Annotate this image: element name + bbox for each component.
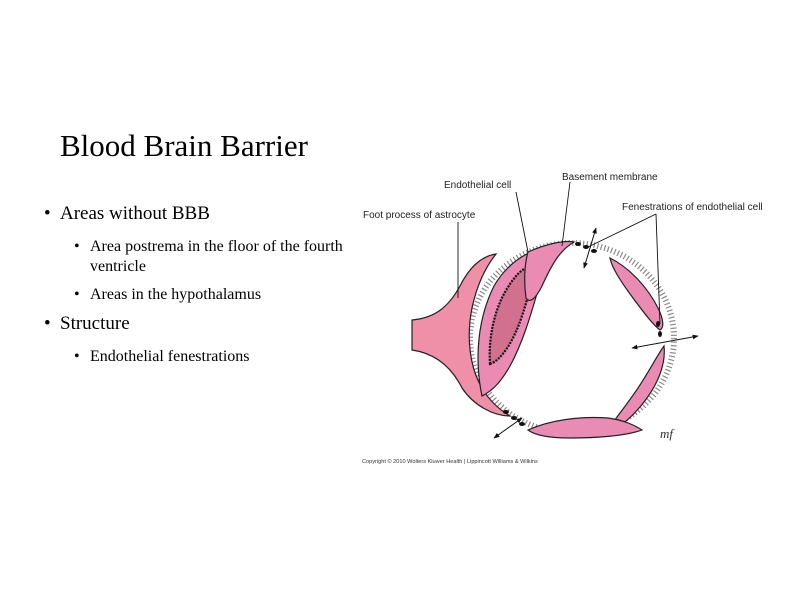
endothelial-cell-bottom xyxy=(526,416,644,439)
sub-bullet-area-postrema: Area postrema in the floor of the fourth… xyxy=(74,237,364,277)
bullet-areas-without-bbb: Areas without BBB xyxy=(44,203,364,225)
sub-bullet-hypothalamus: Areas in the hypothalamus xyxy=(74,285,364,305)
capillary-illustration: Endothelial cell Basement membrane Foot … xyxy=(362,172,763,465)
capillary-diagram: Endothelial cell Basement membrane Foot … xyxy=(360,168,792,468)
label-basement-membrane: Basement membrane xyxy=(562,172,658,183)
astrocyte-foot-process xyxy=(411,253,513,417)
bullet-list: Areas without BBB Area postrema in the f… xyxy=(44,203,364,375)
endothelial-cell-top xyxy=(524,240,576,301)
copyright-text: Copyright © 2010 Wolters Kluwer Health |… xyxy=(362,458,538,465)
endothelial-cell-right xyxy=(609,256,664,331)
leader-lines xyxy=(457,181,661,325)
slide-title: Blood Brain Barrier xyxy=(60,128,308,163)
signature-mf: mf xyxy=(660,426,675,441)
label-endothelial-cell: Endothelial cell xyxy=(444,180,511,191)
transport-arrows xyxy=(493,227,699,439)
label-foot-process: Foot process of astrocyte xyxy=(363,210,476,221)
bullet-structure: Structure xyxy=(44,313,364,335)
label-fenestrations: Fenestrations of endothelial cell xyxy=(622,202,763,213)
sub-bullet-endothelial-fenestrations: Endothelial fenestrations xyxy=(74,347,364,367)
